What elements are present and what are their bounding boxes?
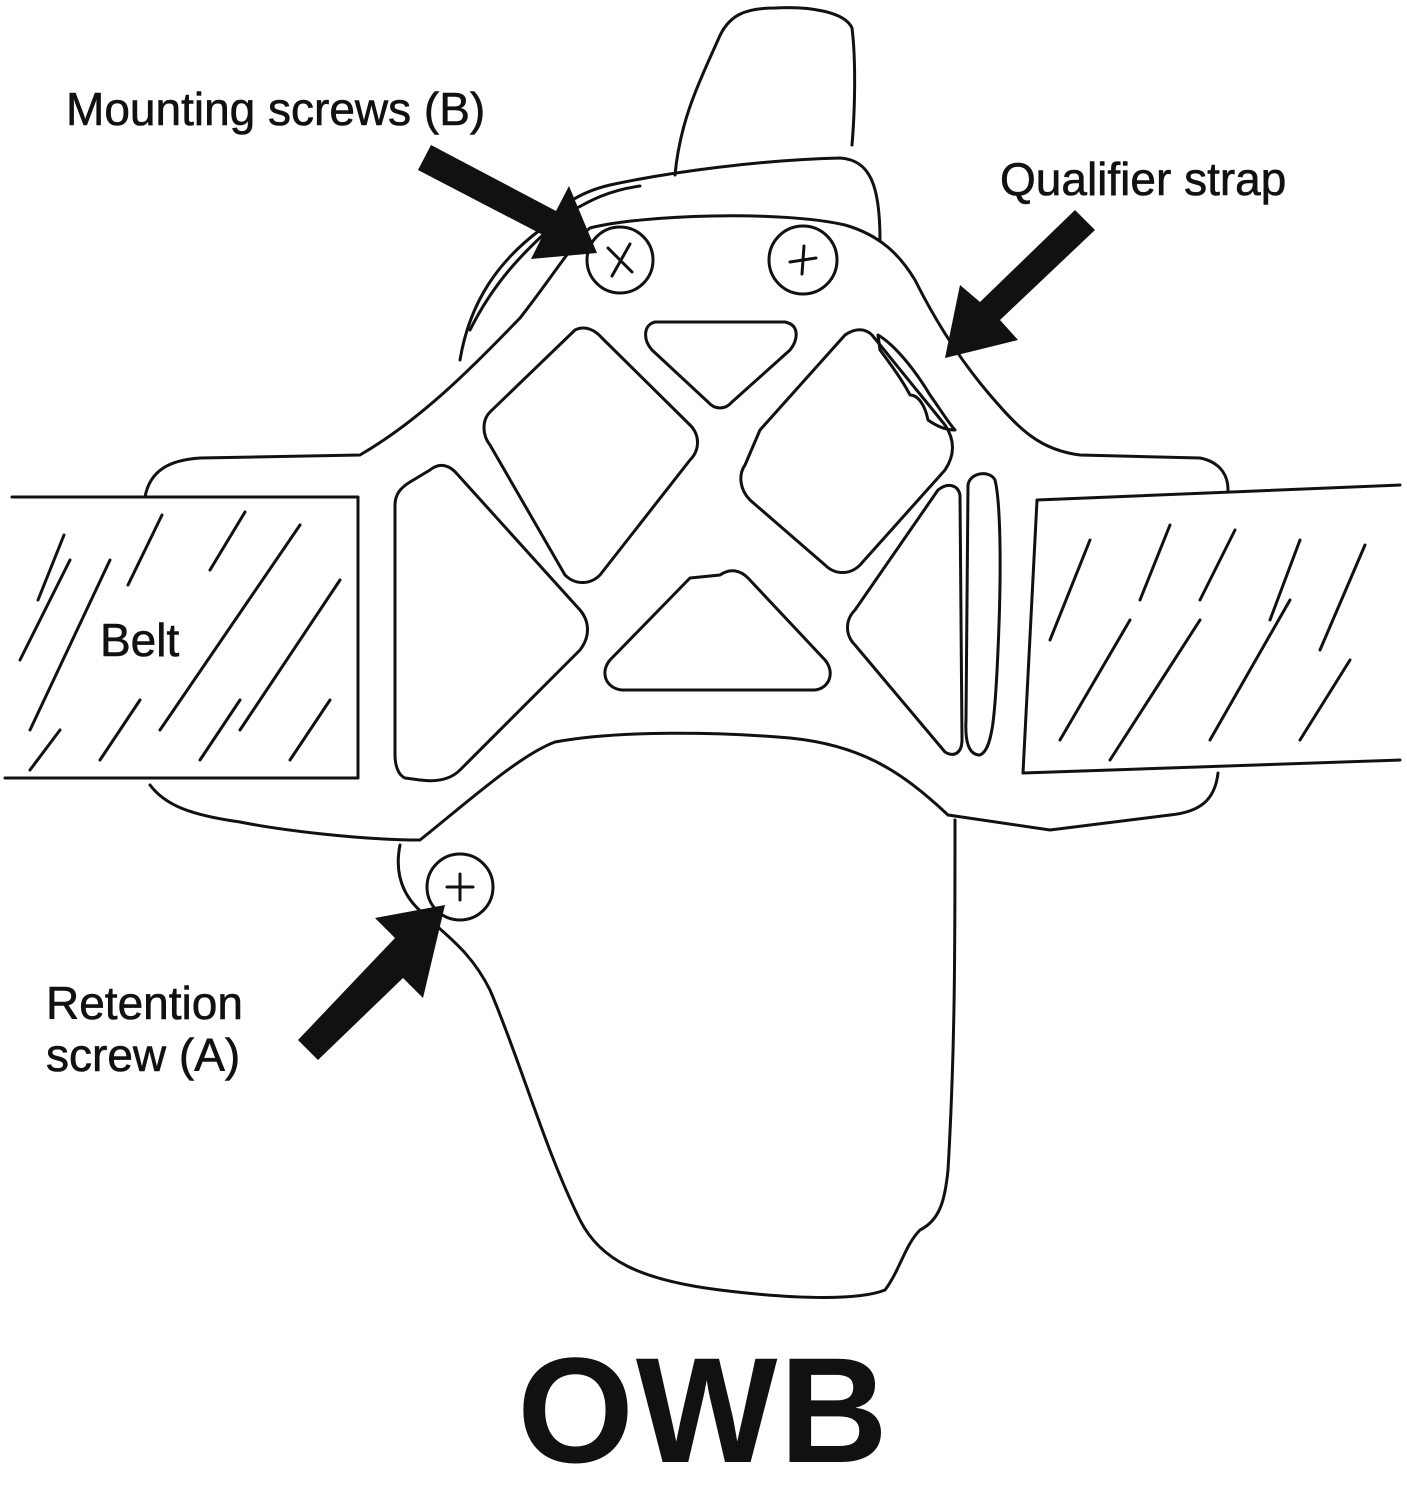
mounting-screw-right-icon bbox=[767, 224, 839, 296]
cutout-right-panel bbox=[846, 483, 964, 756]
belt-left-outline bbox=[3, 495, 360, 780]
retention-screw-label-line2: screw (A) bbox=[46, 1028, 241, 1081]
diagram-title: OWB bbox=[517, 1326, 890, 1494]
cutout-bottom-triangle bbox=[603, 569, 832, 692]
mount-plate-outline bbox=[143, 214, 1230, 842]
arrow-retention-screw-icon bbox=[298, 905, 445, 1060]
mounting-screws-label: Mounting screws (B) bbox=[66, 83, 486, 135]
retention-screw-label: Retention screw (A) bbox=[46, 977, 244, 1081]
holster-body-outline bbox=[396, 818, 957, 1299]
belt-hatching-right bbox=[1048, 523, 1367, 762]
top-tab-outline bbox=[673, 6, 857, 177]
cutout-left-panel bbox=[393, 463, 589, 783]
qualifier-strap-label: Qualifier strap bbox=[1000, 153, 1287, 205]
arrow-mounting-screws-icon bbox=[418, 145, 597, 259]
arrow-qualifier-strap-icon bbox=[945, 210, 1095, 358]
cutout-top-triangle bbox=[644, 320, 798, 410]
cutout-upper-left-diamond bbox=[482, 326, 699, 584]
belt-hatching-left bbox=[18, 510, 342, 772]
mounting-screw-left-icon bbox=[585, 225, 655, 295]
belt-right-outline bbox=[1021, 483, 1402, 775]
qualifier-strap-outline bbox=[458, 156, 882, 362]
qualifier-strap-tab bbox=[876, 333, 957, 432]
cutout-upper-right-diamond bbox=[739, 328, 954, 574]
retention-screw-label-line1: Retention bbox=[46, 977, 244, 1029]
belt-label: Belt bbox=[100, 614, 180, 666]
retention-screw-icon bbox=[425, 852, 495, 922]
cutout-right-slot bbox=[964, 472, 1002, 757]
